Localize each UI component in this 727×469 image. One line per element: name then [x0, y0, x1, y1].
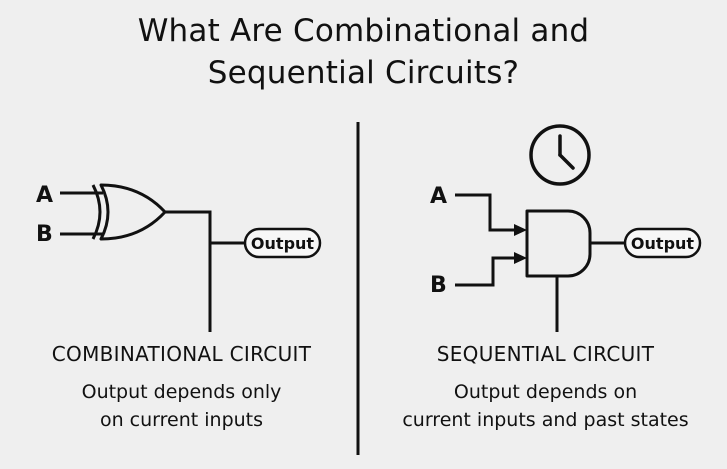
sequential-description: Output depends on current inputs and pas… — [364, 378, 727, 434]
title-line-1: What Are Combinational and — [137, 13, 590, 49]
sequential-desc-line-1: Output depends on — [453, 381, 638, 403]
comb-output-box — [243, 227, 322, 259]
seq-input-b-arrow — [514, 252, 527, 264]
seq-input-a-label: A — [430, 184, 447, 209]
seq-input-b-wire — [455, 256, 515, 287]
combinational-desc-line-2: on current inputs — [99, 409, 264, 431]
comb-output-label: Output — [251, 234, 314, 253]
comb-input-b-label: B — [36, 222, 53, 247]
sequential-block-icon — [525, 209, 592, 278]
page-title: What Are Combinational and Sequential Ci… — [0, 10, 727, 94]
comb-input-a-label: A — [36, 183, 53, 208]
seq-output-box — [623, 227, 702, 259]
combinational-diagram: A B Output — [36, 183, 322, 332]
clock-icon — [529, 124, 591, 186]
combinational-desc-line-1: Output depends only — [81, 381, 282, 403]
seq-input-a-wire — [455, 193, 515, 232]
seq-input-a-arrow — [514, 224, 527, 236]
seq-output-label: Output — [631, 234, 694, 253]
combinational-description: Output depends only on current inputs — [0, 378, 363, 434]
title-line-2: Sequential Circuits? — [207, 55, 520, 91]
seq-input-b-label: B — [430, 273, 447, 298]
comb-output-wire — [165, 210, 212, 332]
sequential-heading: SEQUENTIAL CIRCUIT — [436, 342, 655, 366]
combinational-heading: COMBINATIONAL CIRCUIT — [51, 342, 312, 366]
or-gate-icon — [91, 183, 167, 241]
sequential-desc-line-2: current inputs and past states — [402, 409, 689, 431]
sequential-diagram: A B Output — [430, 124, 702, 332]
